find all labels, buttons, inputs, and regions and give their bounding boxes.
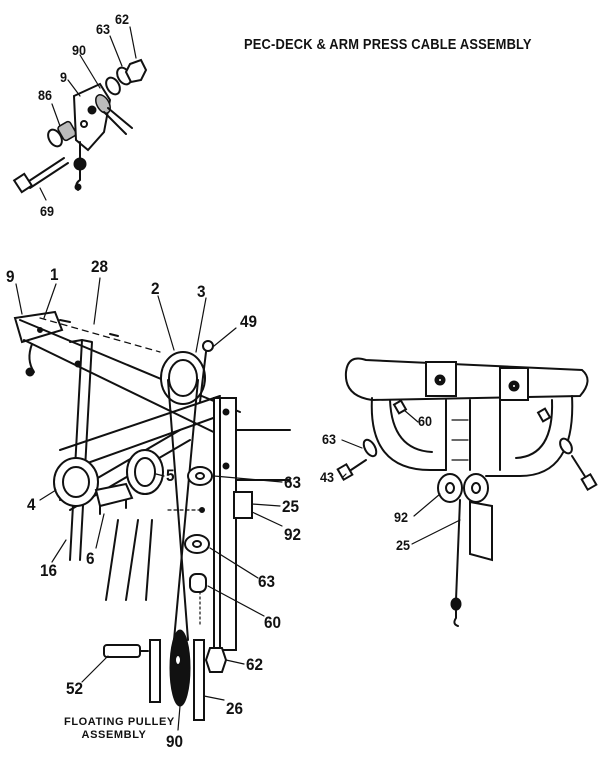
caption-line-1: FLOATING PULLEY — [64, 716, 175, 728]
inset-pulley-bracket — [12, 26, 148, 201]
right-yoke-assembly — [336, 357, 598, 627]
callout-16: 16 — [40, 561, 58, 580]
main-assembly — [13, 277, 291, 731]
callout-2: 2 — [151, 279, 160, 298]
callout-49: 49 — [240, 312, 258, 331]
callout-25-right: 25 — [396, 537, 411, 553]
callout-60-right: 60 — [418, 413, 433, 429]
callout-9-inset: 9 — [60, 69, 68, 85]
callout-60: 60 — [264, 613, 282, 632]
floating-pulley-caption: FLOATING PULLEY ASSEMBLY — [64, 716, 175, 741]
callout-63-a: 63 — [284, 473, 302, 492]
diagram-title: PEC-DECK & ARM PRESS CABLE ASSEMBLY — [244, 36, 532, 53]
callout-62: 62 — [246, 655, 264, 674]
callout-43-right: 43 — [320, 469, 335, 485]
callout-26: 26 — [226, 699, 244, 718]
callout-62-inset: 62 — [115, 11, 130, 27]
callout-86-inset: 86 — [38, 87, 53, 103]
callout-28: 28 — [91, 257, 109, 276]
callout-63-right: 63 — [322, 431, 337, 447]
callout-1: 1 — [50, 265, 59, 284]
callout-52: 52 — [66, 679, 84, 698]
callout-92: 92 — [284, 525, 302, 544]
callout-5: 5 — [166, 466, 175, 485]
callout-4: 4 — [27, 495, 36, 514]
callout-63-b: 63 — [258, 572, 276, 591]
callout-6: 6 — [86, 549, 95, 568]
callout-9: 9 — [6, 267, 15, 286]
callout-90: 90 — [166, 732, 184, 751]
callout-69-inset: 69 — [40, 203, 55, 219]
callout-90-inset: 90 — [72, 42, 87, 58]
callout-25: 25 — [282, 497, 300, 516]
caption-line-2: ASSEMBLY — [81, 728, 147, 741]
callout-63-inset: 63 — [96, 21, 111, 37]
callout-3: 3 — [197, 282, 206, 301]
callout-92-right: 92 — [394, 509, 409, 525]
